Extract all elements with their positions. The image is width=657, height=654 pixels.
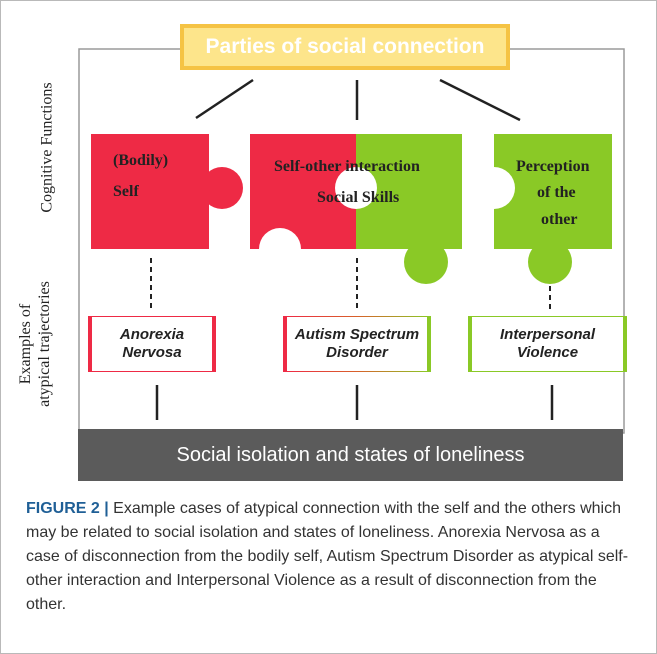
caption-text: Example cases of atypical connection wit… (26, 500, 629, 613)
case-anorexia-line2: Nervosa (122, 344, 182, 361)
diagram-graphics (78, 48, 627, 434)
case-anorexia-line1: Anorexia (119, 326, 185, 343)
side-label-cognitive: Cognitive Functions (38, 82, 56, 213)
label-other-line3: other (541, 211, 578, 228)
caption-label: FIGURE 2 | (26, 500, 109, 517)
side-label-examples: Examples of atypical trajectories (16, 254, 56, 434)
label-interaction-line2: Social Skills (317, 189, 400, 206)
side-label-examples-line1: Examples of (17, 303, 34, 385)
figure-caption: FIGURE 2 | Example cases of atypical con… (26, 497, 634, 617)
side-label-examples-line2: atypical trajectories (36, 281, 53, 407)
puzzle-piece-interaction-green (335, 134, 462, 284)
connector-right (439, 78, 521, 122)
label-self-line2: Self (113, 183, 139, 200)
case-autism-line2: Disorder (326, 344, 388, 361)
case-violence-line1: Interpersonal (499, 326, 596, 343)
diagram: Cognitive Functions Examples of atypical… (16, 24, 627, 481)
title-box: Parties of social connection (180, 24, 510, 70)
bottom-bar: Social isolation and states of lonelines… (78, 429, 623, 481)
puzzle-piece-other (473, 134, 612, 284)
connector-left (195, 78, 254, 120)
label-interaction-line1: Self-other interaction (274, 158, 420, 175)
case-autism-line1: Autism Spectrum (294, 326, 420, 343)
label-self-line1: (Bodily) (113, 152, 169, 169)
label-other-line2: of the (537, 184, 576, 201)
puzzle-piece-self (91, 134, 243, 249)
label-other-line1: Perception (516, 158, 590, 175)
case-violence-line2: Violence (516, 344, 579, 361)
